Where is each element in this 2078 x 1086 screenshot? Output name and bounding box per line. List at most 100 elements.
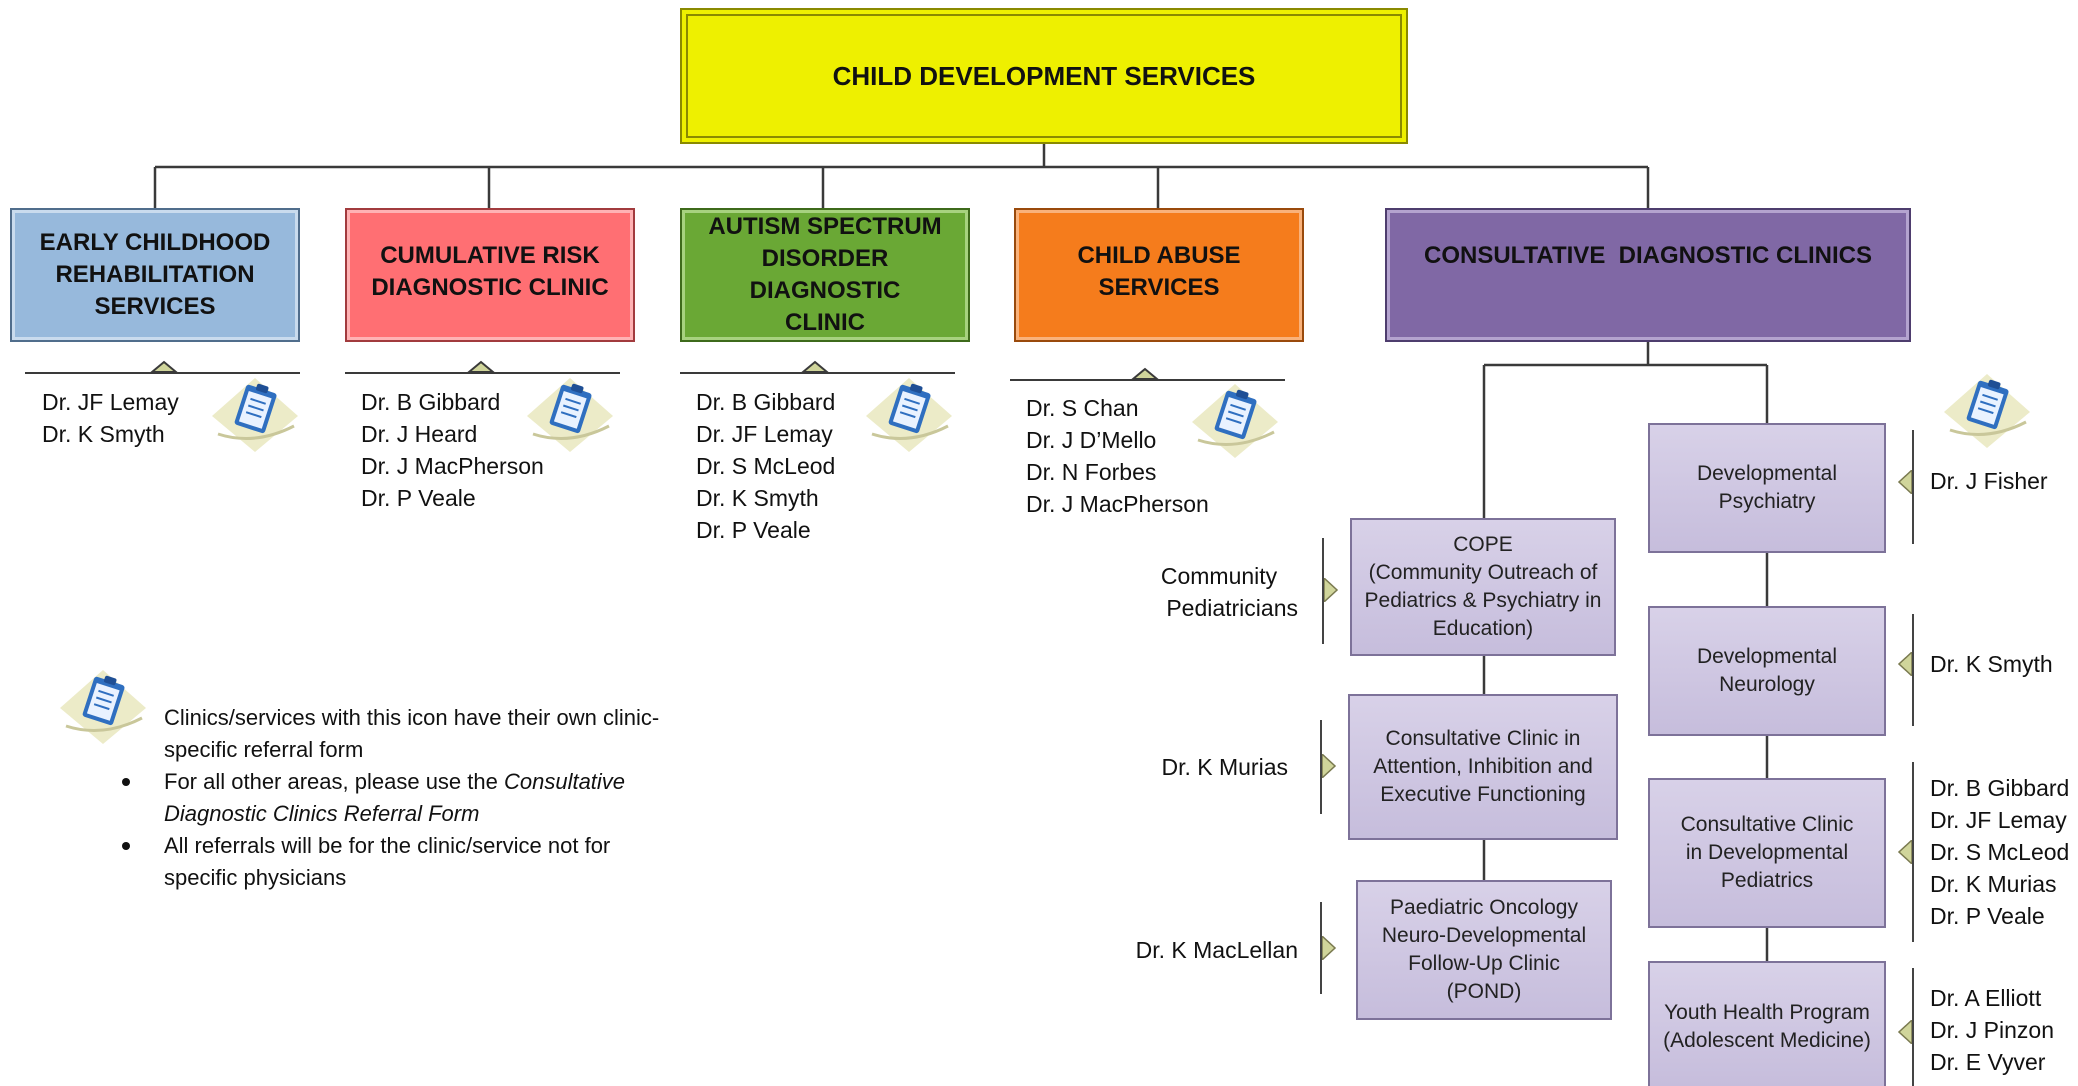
physician-list-neurology: Dr. K Smyth [1930,648,2053,680]
service-label-line: CONSULTATIVE DIAGNOSTIC CLINICS [1424,242,1872,269]
physician-name: Dr. P Veale [1930,903,2045,929]
physician-name: Dr. P Veale [361,485,476,511]
physician-name: Pediatricians [1166,595,1298,621]
physician-list-attention: Dr. K Murias [1140,751,1288,783]
physician-name: Dr. K Smyth [1930,651,2053,677]
pointer-triangle [1322,754,1336,778]
clinic-developmental-neurology: Developmental Neurology [1648,606,1886,736]
legend-bullet-referral-form: For all other areas, please use the Cons… [122,766,626,830]
physician-name: Dr. JF Lemay [42,389,179,415]
service-child-abuse: CHILD ABUSE SERVICES [1014,208,1304,342]
bracket-line [1912,762,1914,942]
referral-form-icon [60,670,146,744]
clinic-label-line: Neurology [1719,673,1815,696]
physician-name: Dr. P Veale [696,517,811,543]
clinic-developmental-pediatrics: Consultative Clinic in Developmental Ped… [1648,778,1886,928]
legend-text: All referrals will be for the clinic/ser… [164,833,611,858]
clinic-label-line: (Adolescent Medicine) [1663,1029,1871,1052]
clinic-label-line: Developmental [1696,462,1838,485]
legend-line: Clinics/services with this icon have the… [164,705,660,730]
referral-form-icon [1192,384,1278,458]
service-label-line: AUTISM SPECTRUM [708,213,942,240]
clinic-label-line: Paediatric Oncology [1390,896,1578,919]
clinic-label-line: Follow-Up Clinic (POND) [1408,952,1560,1003]
physician-name: Dr. B Gibbard [696,389,836,415]
title-text: CHILD DEVELOPMENT SERVICES [832,61,1256,91]
physician-name: Dr. K MacLellan [1135,937,1298,963]
physician-list-pond: Dr. K MacLellan [1110,934,1298,966]
pointer-triangle [1322,936,1336,960]
physician-name: Dr. J Heard [361,421,478,447]
legend-italic: Consultative [503,769,626,794]
service-autism: AUTISM SPECTRUM DISORDER DIAGNOSTIC CLIN… [680,208,970,342]
physician-list-devpeds: Dr. B Gibbard Dr. JF Lemay Dr. S McLeod … [1930,772,2069,932]
title-box: CHILD DEVELOPMENT SERVICES [680,8,1408,144]
service-label-line: EARLY CHILDHOOD [39,229,271,256]
referral-form-icon [1944,374,2030,448]
bracket-line [1912,968,1914,1086]
service-label-line: DIAGNOSTIC CLINIC [371,274,609,301]
service-label-line: DISORDER DIAGNOSTIC [749,245,901,304]
clinic-developmental-psychiatry: Developmental Psychiatry [1648,423,1886,553]
physician-name: Dr. S McLeod [696,453,836,479]
clinic-label-line: (Community Outreach of [1368,561,1598,584]
pointer-triangle [1898,470,1912,494]
legend-bullets: For all other areas, please use the Cons… [122,766,626,894]
bracket-line [1912,430,1914,544]
physician-name: Dr. S McLeod [1930,839,2070,865]
legend-italic: Diagnostic Clinics Referral Form [164,801,480,826]
clinic-pond: Paediatric Oncology Neuro-Developmental … [1356,880,1612,1020]
physician-list-autism: Dr. B Gibbard Dr. JF Lemay Dr. S McLeod … [696,386,835,546]
clinic-label-line: Neuro-Developmental [1381,924,1587,947]
physician-name: Dr. K Murias [1930,871,2057,897]
physician-name: Dr. K Murias [1161,754,1288,780]
service-label-line: CLINIC [785,309,865,336]
physician-list-youth: Dr. A Elliott Dr. J Pinzon Dr. E Vyver [1930,982,2054,1078]
bracket-line [1912,614,1914,726]
service-label-line: CUMULATIVE RISK [380,242,600,269]
physician-name: Dr. S Chan [1026,395,1139,421]
clinic-label-line: Consultative Clinic [1680,813,1854,836]
pointer-triangle [1324,578,1338,602]
legend-line: specific referral form [164,737,364,762]
clinic-attention: Consultative Clinic in Attention, Inhibi… [1348,694,1618,840]
clinic-label-line: Education) [1432,617,1534,640]
physician-name: Dr. K Smyth [696,485,819,511]
physician-name: Dr. N Forbes [1026,459,1157,485]
clinic-label-line: Attention, Inhibition and [1373,755,1593,778]
legend-icon-note: Clinics/services with this icon have the… [164,702,659,766]
service-cumulative-risk: CUMULATIVE RISK DIAGNOSTIC CLINIC [345,208,635,342]
physician-name: Dr. J Pinzon [1930,1017,2054,1043]
physician-name: Dr. B Gibbard [361,389,501,415]
service-consultative-diagnostic: CONSULTATIVE DIAGNOSTIC CLINICS [1385,208,1911,342]
physician-list-psychiatry: Dr. J Fisher [1930,465,2048,497]
clinic-cope: COPE (Community Outreach of Pediatrics &… [1350,518,1616,656]
service-early-childhood: EARLY CHILDHOOD REHABILITATION SERVICES [10,208,300,342]
physician-name: Dr. E Vyver [1930,1049,2046,1075]
physician-name: Dr. A Elliott [1930,985,2042,1011]
physician-name: Dr. J MacPherson [361,453,544,479]
bullet-dot [122,778,130,786]
physician-name: Community [1160,563,1278,589]
referral-form-icon [212,378,298,452]
clinic-label-line: Developmental [1696,645,1838,668]
pointer-triangle [1898,652,1912,676]
legend-bullet-clinic-not-physician: All referrals will be for the clinic/ser… [122,830,625,894]
pointer-triangle [1898,1020,1912,1044]
referral-form-icon [527,378,613,452]
bracket-line [1320,720,1322,814]
clinic-label-line: Youth Health Program [1664,1001,1870,1024]
clinic-label-line: Pediatrics [1720,869,1814,892]
bracket-line [1322,538,1324,644]
clinic-label-line: in Developmental [1685,841,1849,864]
legend-text: For all other areas, please use the [164,769,504,794]
pointer-triangle [1898,840,1912,864]
physician-name: Dr. K Smyth [42,421,165,447]
bullet-dot [122,842,130,850]
physician-name: Dr. B Gibbard [1930,775,2070,801]
referral-form-icon [866,378,952,452]
clinic-label-line: Pediatrics & Psychiatry in [1364,589,1602,612]
physician-name: Dr. J Fisher [1930,468,2048,494]
legend-text: specific physicians [164,865,347,890]
physician-list-cope: Community Pediatricians [1140,560,1298,624]
